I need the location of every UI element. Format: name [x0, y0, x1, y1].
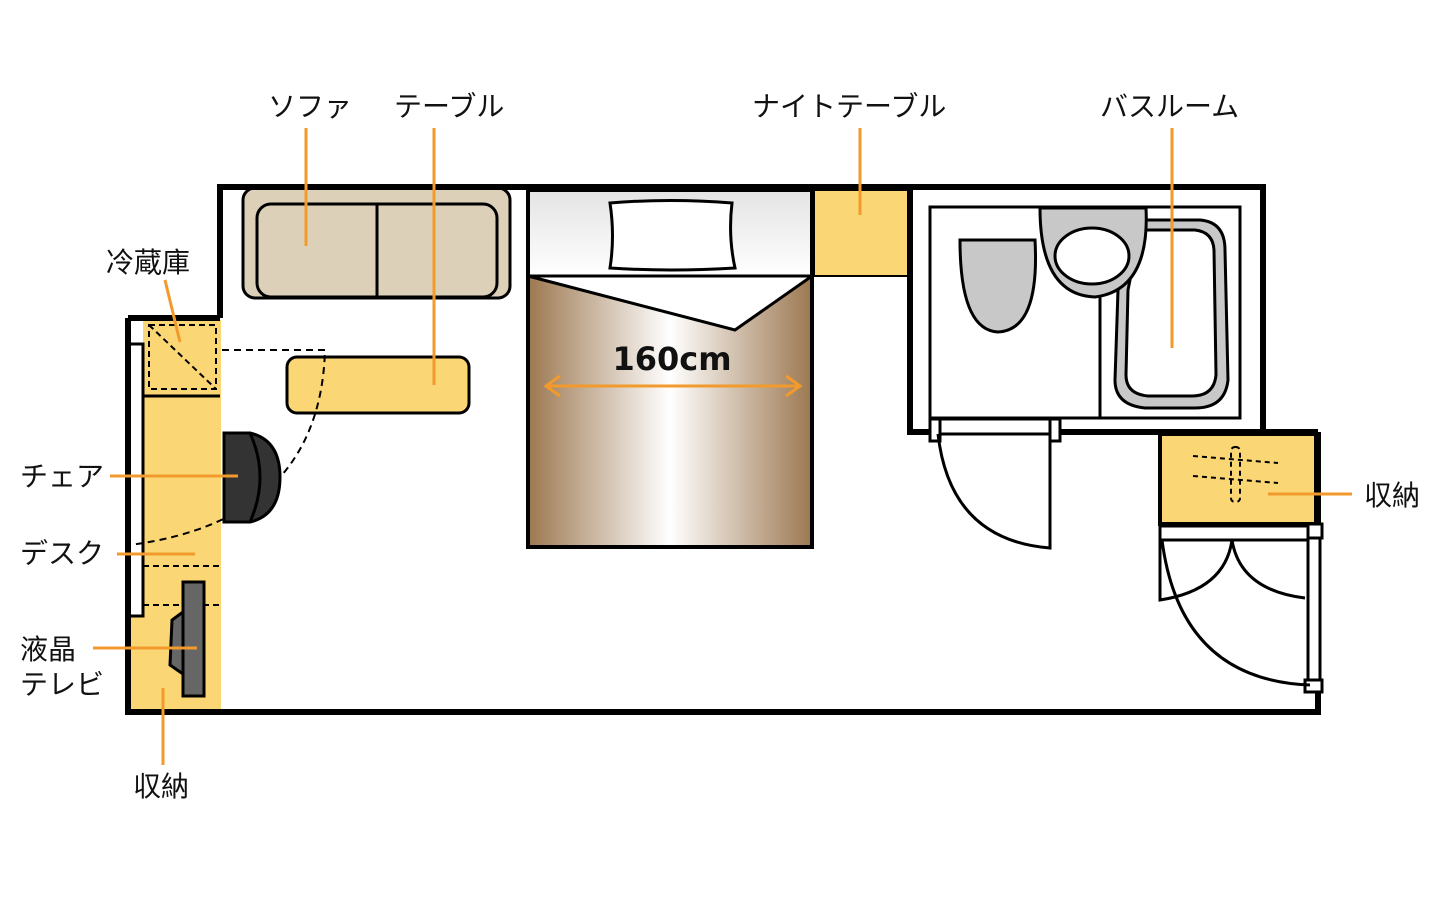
- label-desk: デスク: [20, 537, 104, 570]
- bathroom-door: [928, 417, 1062, 550]
- bed: [526, 188, 817, 549]
- storage-left: [130, 615, 144, 710]
- bathroom: [928, 205, 1242, 420]
- label-bathroom: バスルーム: [1100, 90, 1239, 123]
- fridge: [148, 324, 217, 390]
- label-sofa: ソファ: [268, 90, 352, 123]
- label-night-table: ナイトテーブル: [752, 90, 946, 123]
- bed-width-label: 160cm: [612, 340, 731, 378]
- table: [285, 355, 471, 415]
- sofa: [241, 186, 512, 300]
- label-tv-line2: テレビ: [20, 668, 104, 701]
- label-storage-right: 収納: [1364, 479, 1420, 512]
- label-chair: チェア: [20, 460, 104, 493]
- label-table: テーブル: [394, 90, 504, 123]
- leader-lines: [93, 128, 1352, 765]
- label-fridge: 冷蔵庫: [106, 246, 190, 279]
- entry-doors: [1158, 524, 1311, 687]
- label-tv-line1: 液晶: [20, 633, 76, 666]
- tv: [168, 580, 206, 698]
- bed-width-arrow: [543, 374, 803, 398]
- walls: [125, 184, 1321, 715]
- pillow: [608, 199, 737, 272]
- sink: [958, 238, 1038, 334]
- label-storage-left: 収納: [133, 770, 189, 803]
- chair: [222, 431, 282, 524]
